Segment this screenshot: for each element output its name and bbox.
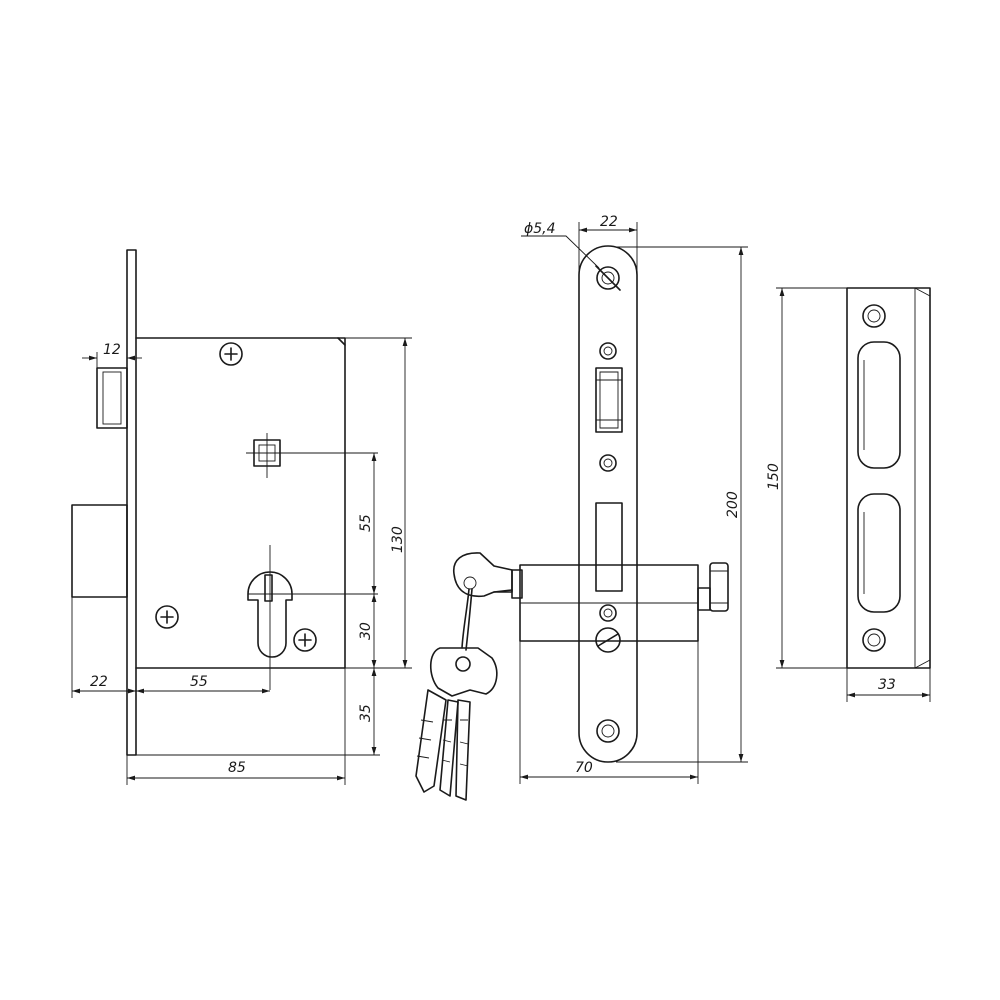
dim-strike-width: 33 bbox=[878, 677, 896, 693]
dim-cylinder-length: 70 bbox=[575, 760, 593, 776]
screw-right bbox=[293, 628, 317, 652]
faceplate-side bbox=[126, 249, 137, 756]
deadbolt-slot bbox=[595, 502, 623, 592]
latch-opening bbox=[595, 367, 623, 433]
thumb-turn-stem bbox=[697, 587, 711, 611]
cylinder-profile bbox=[247, 545, 378, 690]
dim-case-depth: 85 bbox=[228, 760, 246, 776]
dim-bolt-width: 12 bbox=[103, 342, 121, 358]
screw-left bbox=[155, 605, 179, 629]
dim-spindle-to-cylinder: 30 bbox=[358, 622, 374, 640]
dim-backset-offset: 22 bbox=[90, 674, 108, 690]
thumb-turn-knob bbox=[709, 562, 729, 612]
key-blade-2 bbox=[439, 699, 459, 797]
key-ring bbox=[461, 588, 470, 649]
faceplate-hole-3 bbox=[599, 454, 617, 472]
spindle-square bbox=[246, 433, 378, 478]
dim-bolt-to-spindle: 55 bbox=[358, 514, 374, 532]
strike-plate: 150 33 bbox=[766, 287, 931, 702]
faceplate-front bbox=[578, 245, 638, 763]
strike-hole-top bbox=[862, 304, 886, 328]
faceplate-hole-2 bbox=[599, 342, 617, 360]
key-blade-3 bbox=[455, 699, 471, 801]
strike-plate-outline bbox=[846, 287, 931, 669]
strike-hole-bottom bbox=[862, 628, 886, 652]
key-blade-1 bbox=[415, 689, 447, 793]
strike-slot-lower bbox=[857, 493, 901, 613]
dim-strike-height: 150 bbox=[766, 463, 782, 490]
strike-slot-upper bbox=[857, 341, 901, 469]
dim-faceplate-height: 200 bbox=[725, 491, 741, 518]
key-bunch bbox=[415, 552, 513, 801]
dim-cylinder-to-bottom: 35 bbox=[358, 704, 374, 722]
dim-hole-diameter: ϕ5,4 bbox=[524, 221, 556, 237]
dim-backset: 55 bbox=[190, 674, 208, 690]
dim-faceplate-width: 22 bbox=[600, 214, 618, 230]
slotted-screw bbox=[595, 627, 621, 653]
faceplate-hole-top bbox=[595, 265, 621, 291]
lock-body bbox=[135, 337, 346, 669]
key-head-2 bbox=[429, 647, 498, 697]
lock-side-view: 12 130 55 30 35 22 55 85 bbox=[71, 249, 412, 785]
lock-front-view: ϕ5,4 bbox=[415, 214, 748, 801]
key-head-1 bbox=[453, 552, 513, 598]
lock-body-corner bbox=[337, 337, 346, 346]
latch-bolt bbox=[96, 367, 128, 429]
faceplate-hole-4 bbox=[599, 604, 617, 622]
dim-case-height: 130 bbox=[390, 526, 406, 553]
latch-bolt-inner bbox=[102, 371, 122, 425]
faceplate-hole-bottom bbox=[596, 719, 620, 743]
screw-top bbox=[219, 342, 243, 366]
dead-bolt bbox=[71, 504, 128, 598]
